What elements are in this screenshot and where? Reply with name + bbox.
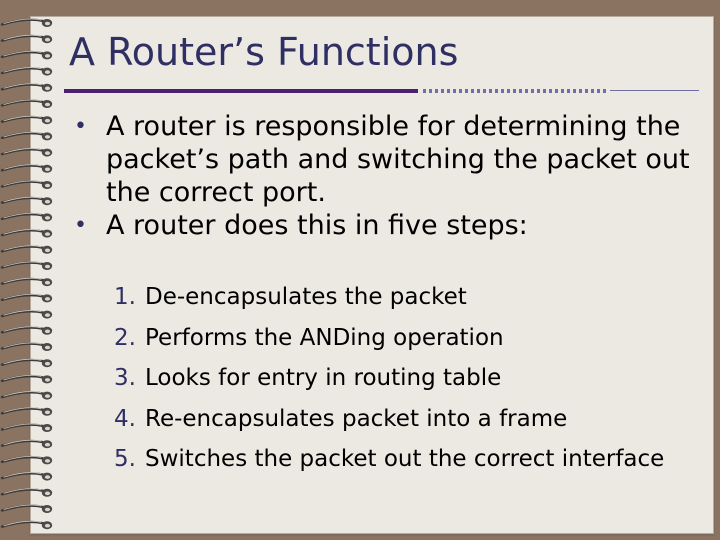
spiral-binding bbox=[0, 18, 53, 530]
spiral-coil bbox=[0, 164, 53, 173]
spiral-coil bbox=[0, 115, 53, 125]
spiral-coil bbox=[0, 261, 53, 270]
spiral-coil bbox=[0, 277, 53, 287]
spiral-coil bbox=[0, 50, 53, 60]
spiral-coil bbox=[0, 245, 53, 254]
spiral-coil bbox=[0, 67, 53, 76]
spiral-coil bbox=[0, 18, 53, 27]
step-number: 4. bbox=[114, 405, 136, 432]
bullet-item: • A router is responsible for determinin… bbox=[72, 110, 692, 209]
spiral-coil bbox=[0, 407, 53, 416]
bullet-marker: • bbox=[74, 213, 87, 238]
spiral-coil bbox=[0, 148, 53, 157]
spiral-coil bbox=[0, 455, 53, 465]
step-text: Looks for entry in routing table bbox=[145, 365, 502, 391]
step-item: 3. Looks for entry in routing table bbox=[114, 358, 674, 399]
notebook-page bbox=[30, 16, 714, 534]
spiral-coil bbox=[0, 374, 53, 384]
step-number: 5. bbox=[114, 446, 136, 472]
bullet-text: A router does this in five steps: bbox=[106, 210, 528, 241]
bullet-list: • A router is responsible for determinin… bbox=[72, 110, 692, 242]
step-number: 2. bbox=[114, 324, 136, 351]
spiral-coil bbox=[0, 504, 53, 513]
spiral-coil bbox=[0, 423, 53, 432]
bullet-text: A router is responsible for determining … bbox=[106, 111, 690, 208]
step-text: Re-encapsulates packet into a frame bbox=[145, 405, 568, 432]
spiral-coil bbox=[0, 472, 53, 481]
spiral-coil bbox=[0, 34, 53, 44]
spiral-coil bbox=[0, 520, 53, 530]
bullet-marker: • bbox=[74, 114, 87, 139]
step-text: Switches the packet out the correct inte… bbox=[145, 446, 665, 472]
spiral-coil bbox=[0, 83, 53, 92]
step-number: 3. bbox=[114, 365, 136, 391]
step-number: 1. bbox=[114, 284, 136, 310]
spiral-coil bbox=[0, 212, 53, 222]
spiral-coil bbox=[0, 131, 53, 141]
spiral-coil bbox=[0, 229, 53, 238]
step-item: 1. De-encapsulates the packet bbox=[114, 277, 674, 318]
spiral-coil bbox=[0, 99, 53, 108]
spiral-coil bbox=[0, 358, 53, 368]
spiral-coil bbox=[0, 488, 53, 497]
step-item: 5. Switches the packet out the correct i… bbox=[114, 439, 674, 476]
title-underline bbox=[64, 89, 699, 93]
step-text: Performs the ANDing operation bbox=[145, 324, 504, 351]
spiral-coil bbox=[0, 310, 53, 319]
spiral-coil bbox=[0, 391, 53, 400]
spiral-coil bbox=[0, 293, 53, 303]
step-list: 1. De-encapsulates the packet 2. Perform… bbox=[114, 277, 674, 476]
spiral-coil bbox=[0, 342, 53, 351]
spiral-coil bbox=[0, 180, 53, 189]
bullet-item: • A router does this in five steps: bbox=[72, 209, 692, 242]
spiral-coil bbox=[0, 326, 53, 335]
step-item: 2. Performs the ANDing operation bbox=[114, 318, 674, 359]
page-title: A Router’s Functions bbox=[69, 30, 459, 74]
step-text: De-encapsulates the packet bbox=[145, 284, 467, 310]
spiral-coil bbox=[0, 196, 53, 206]
spiral-coil bbox=[0, 439, 53, 449]
step-item: 4. Re-encapsulates packet into a frame bbox=[114, 399, 674, 440]
